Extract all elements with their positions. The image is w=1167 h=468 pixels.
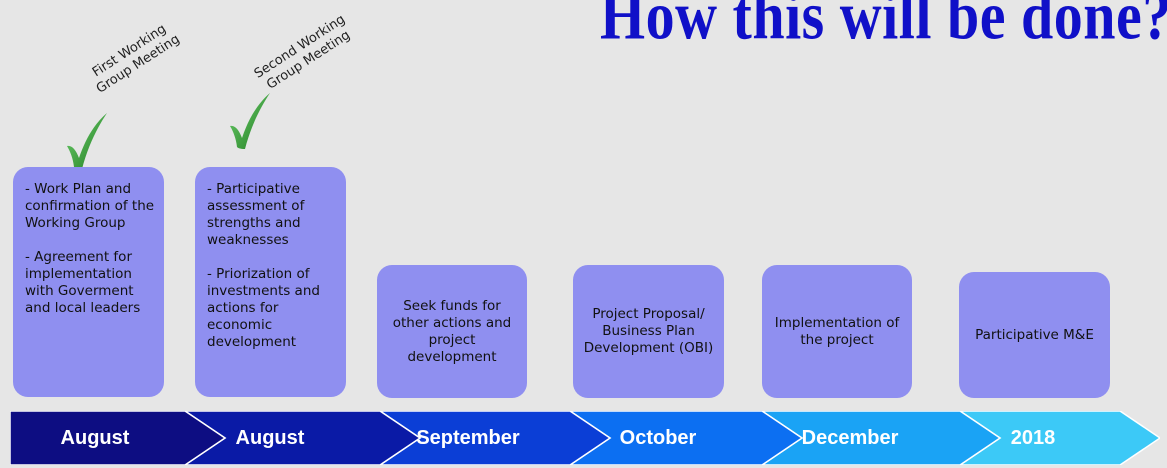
step-box-4: Project Proposal/ Business Plan Developm… [573,265,724,398]
timeline-segment-label: August [60,427,130,449]
step-text: - Work Plan and confirmation of the Work… [25,181,155,231]
page-title: How this will be done? [600,0,1167,54]
timeline-arrows [10,411,1160,465]
step-box-3: Seek funds for other actions and project… [377,265,527,398]
check-icon [229,92,271,150]
step-text: Implementation of the project [774,314,900,348]
timeline-segment-label: August [235,427,305,449]
step-text: Participative M&E [975,326,1094,343]
step-text: Seek funds for other actions and project… [392,297,512,365]
timeline-segment-label: September [416,427,520,449]
step-text: - Agreement for implementation with Gove… [25,249,141,316]
check-icon [66,112,108,170]
timeline-bar: August August September October December… [10,411,1160,465]
step-text: Project Proposal/ Business Plan Developm… [583,306,714,356]
step-box-1: - Work Plan and confirmation of the Work… [13,167,164,397]
timeline-segment-label: 2018 [1010,427,1056,449]
timeline-segment-label: December [801,427,899,449]
timeline-segment-label: October [619,427,697,449]
step-box-5: Implementation of the project [762,265,912,398]
step-box-2: - Participative assessment of strengths … [195,167,346,397]
step-box-6: Participative M&E [959,272,1110,398]
milestone-label-second: Second Working Group Meeting [252,12,357,96]
timeline-segment [10,411,227,465]
milestone-label-first: First Working Group Meeting [85,18,183,97]
step-text: - Priorization of investments and action… [207,266,320,350]
step-text: - Participative assessment of strengths … [207,181,305,248]
